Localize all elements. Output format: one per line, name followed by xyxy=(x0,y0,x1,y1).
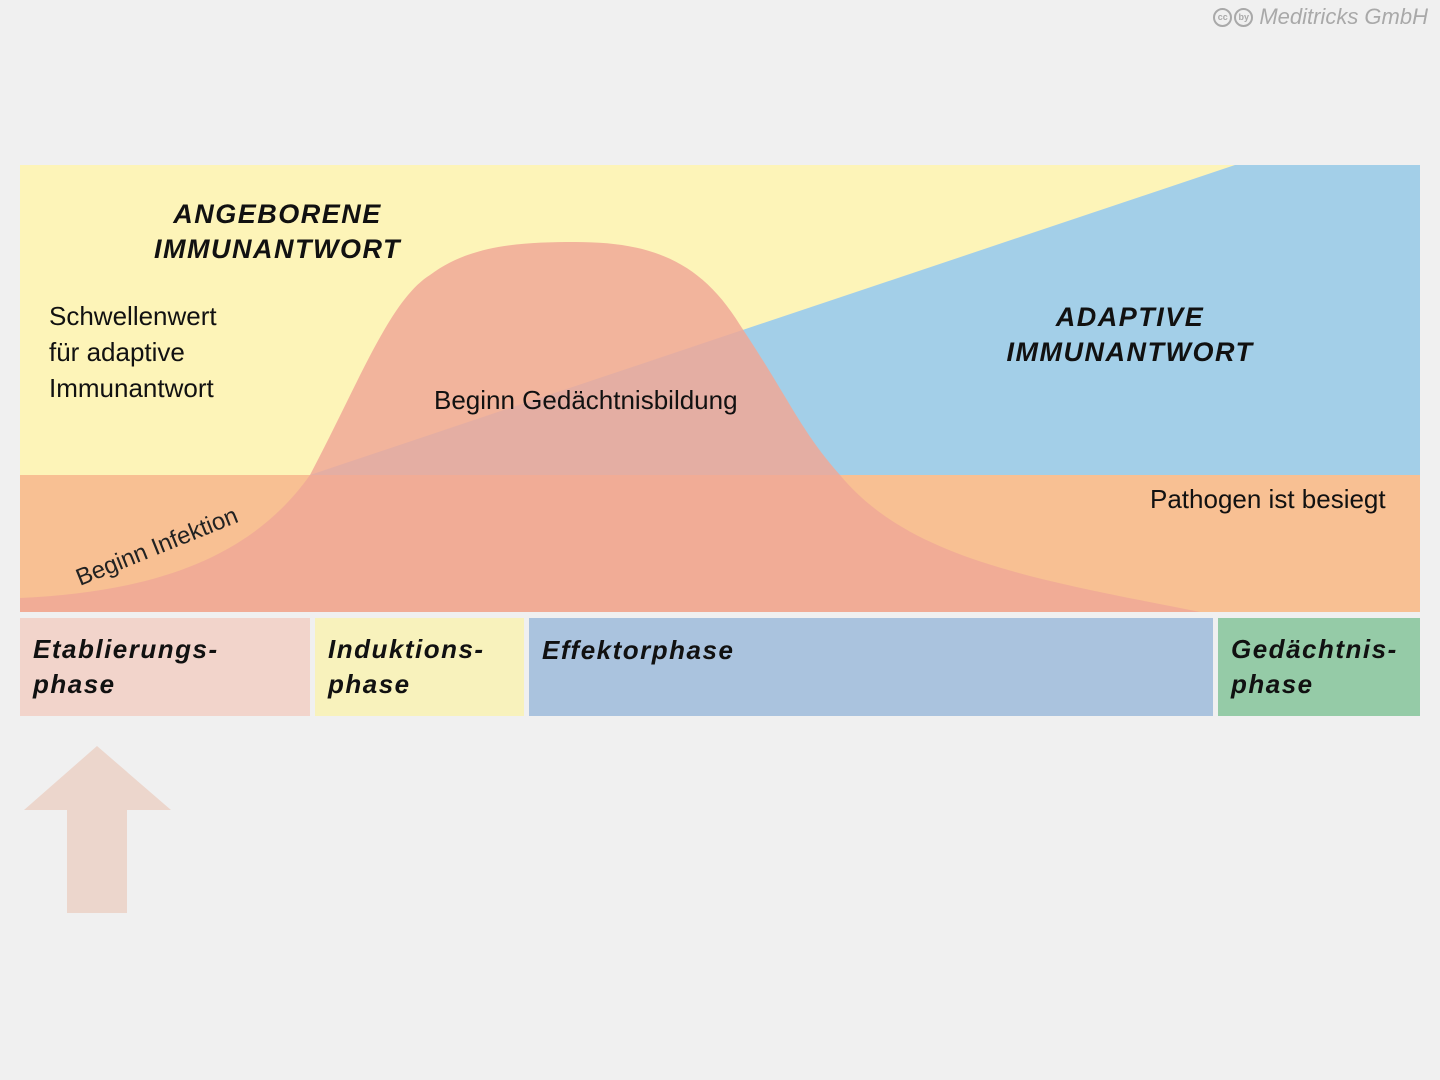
phase-box-etablierung xyxy=(20,618,310,716)
phase-label-etablierung: Etablierungs- phase xyxy=(33,634,219,699)
up-arrow-icon xyxy=(24,746,171,913)
phase-label-induktion: Induktions- phase xyxy=(328,634,485,699)
watermark: cc by Meditricks GmbH xyxy=(1213,4,1428,30)
innate-title: ANGEBORENE IMMUNANTWORT xyxy=(154,199,401,264)
phase-box-effektor xyxy=(529,618,1213,716)
memory-start-label: Beginn Gedächtnisbildung xyxy=(434,385,738,415)
threshold-label: Schwellenwert für adaptive Immunantwort xyxy=(49,301,217,403)
phase-label-effektor: Effektorphase xyxy=(542,635,735,665)
watermark-text: Meditricks GmbH xyxy=(1259,4,1428,29)
cc-icon: cc xyxy=(1213,7,1233,27)
phase-label-gedaechtnis: Gedächtnis- phase xyxy=(1231,634,1398,699)
phase-box-gedaechtnis xyxy=(1218,618,1420,716)
by-icon: by xyxy=(1234,7,1254,27)
pathogen-defeated-label: Pathogen ist besiegt xyxy=(1150,484,1386,514)
adaptive-title: ADAPTIVE IMMUNANTWORT xyxy=(1006,302,1254,367)
pathogen-curve xyxy=(20,242,1200,612)
phase-box-induktion xyxy=(315,618,524,716)
creative-commons-icon: cc by xyxy=(1213,7,1254,27)
